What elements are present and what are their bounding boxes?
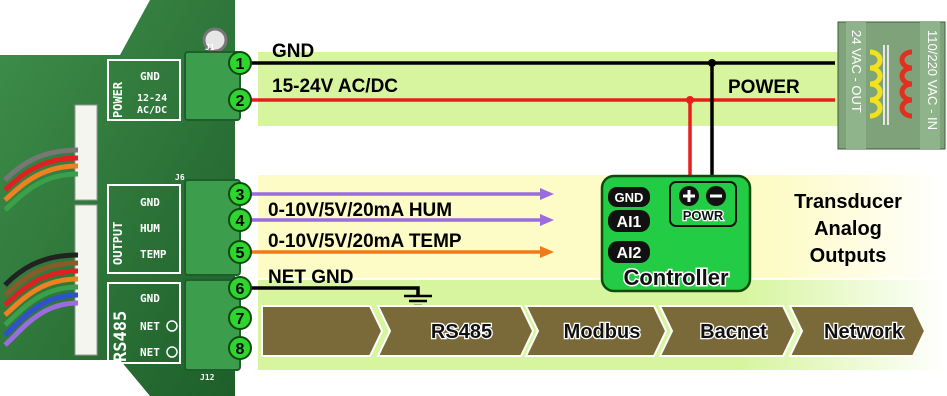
pcb-j1: J1 <box>205 43 215 52</box>
transducer-line-2: Analog <box>814 218 882 240</box>
terminal-number-4-label: 4 <box>236 213 245 230</box>
controller-ai1-pill <box>608 210 650 232</box>
chain-step-label-2: Modbus <box>564 321 641 343</box>
minus-icon <box>166 346 178 358</box>
terminal-number-5 <box>228 240 252 264</box>
terminal-number-3-label: 3 <box>236 187 245 204</box>
terminal-number-4 <box>228 208 252 232</box>
transformer-in-label: 110/220 VAC - IN <box>925 30 940 130</box>
network-chain: RS485 Modbus Bacnet Network <box>261 305 927 357</box>
controller-ai2-label: AI2 <box>617 245 642 262</box>
arrow-icon <box>540 188 554 200</box>
primary-coil-icon <box>899 49 913 119</box>
terminal-number-3 <box>228 182 252 206</box>
header-connector <box>74 104 98 201</box>
hum-label: 0-10V/5V/20mA HUM <box>268 200 452 221</box>
arrow-icon <box>540 214 554 226</box>
terminal-number-2 <box>228 88 252 112</box>
terminal-number-5-label: 5 <box>236 245 245 262</box>
transducer-line-1: Transducer <box>794 191 902 213</box>
plus-icon <box>166 320 178 332</box>
wires <box>243 59 835 296</box>
pcb-board: POWER OUTPUT RS485 GND 12-24 AC/DC GND H… <box>0 0 235 396</box>
terminal-blocks <box>184 51 241 371</box>
terminal-number-7-label: 7 <box>236 311 245 328</box>
chain-step-1 <box>376 305 535 357</box>
terminal-number-1 <box>228 51 252 75</box>
controller-ai2-pill <box>608 241 650 263</box>
terminal-number-1-label: 1 <box>236 56 245 73</box>
pcb-out-hum: HUM <box>140 222 160 235</box>
secondary-coil-icon <box>869 49 883 119</box>
controller-powr-label: POWR <box>683 208 724 223</box>
net-gnd-wire <box>243 286 420 296</box>
junction-dot <box>708 59 716 67</box>
gnd-label: GND <box>272 41 314 62</box>
pcb-out-temp: TEMP <box>140 248 167 261</box>
section-power-label: POWER <box>111 81 125 118</box>
temp-label: 0-10V/5V/20mA TEMP <box>268 231 462 252</box>
chain-step-3 <box>658 305 797 357</box>
transducer-label: Transducer Analog Outputs <box>794 191 902 267</box>
terminal-number-6-label: 6 <box>236 281 245 298</box>
pcb-j6: J6 <box>175 173 185 182</box>
chain-step-label-1: RS485 <box>431 321 492 343</box>
chain-step-0 <box>261 305 384 357</box>
pcb-rs-gnd: GND <box>140 292 160 305</box>
section-output-label: OUTPUT <box>111 222 125 265</box>
pcb-out-gnd: GND <box>140 196 160 209</box>
pcb-rs-net-plus: NET <box>140 320 160 333</box>
power-label: POWER <box>728 77 800 98</box>
chain-step-label-4: Network <box>824 321 904 343</box>
transformer: 24 VAC - OUT 110/220 VAC - IN <box>837 21 946 150</box>
chain-step-4 <box>788 305 927 357</box>
junction-dot <box>686 96 694 104</box>
terminal-number-2-label: 2 <box>236 93 245 110</box>
pcb-rs-net-minus: NET <box>140 346 160 359</box>
pcb-j12: J12 <box>200 373 215 382</box>
supply-label: 15-24V AC/DC <box>272 76 398 97</box>
terminal-number-6 <box>228 276 252 300</box>
pcb-power-acdc: AC/DC <box>137 105 167 116</box>
header-connector <box>74 204 98 356</box>
controller-gnd-label: GND <box>615 190 644 205</box>
pcb-power-12-24: 12-24 <box>137 93 167 104</box>
controller-ai1-label: AI1 <box>617 214 642 231</box>
pcb-power-gnd: GND <box>140 70 160 83</box>
controller-gnd-pill <box>608 187 650 207</box>
net-gnd-label: NET GND <box>268 267 354 288</box>
terminal-number-8-label: 8 <box>236 341 245 358</box>
pcb-j5: J5 <box>88 363 98 372</box>
controller: GND AI1 AI2 POWR Controller <box>600 174 752 293</box>
chain-step-2 <box>524 305 668 357</box>
controller-name: Controller <box>623 265 729 290</box>
terminal-block-power <box>184 51 241 121</box>
arrow-icon <box>540 246 554 258</box>
section-rs485-label: RS485 <box>111 311 131 362</box>
ribbon-cables <box>3 147 79 347</box>
transformer-out-label: 24 VAC - OUT <box>849 30 864 113</box>
terminal-numbers: 1 2 3 4 5 6 7 8 <box>228 51 252 360</box>
chain-step-label-3: Bacnet <box>700 321 767 343</box>
terminal-number-8 <box>228 336 252 360</box>
terminal-number-7 <box>228 306 252 330</box>
wire-labels: GND 15-24V AC/DC POWER 0-10V/5V/20mA HUM… <box>268 41 800 288</box>
transducer-line-3: Outputs <box>810 245 887 267</box>
